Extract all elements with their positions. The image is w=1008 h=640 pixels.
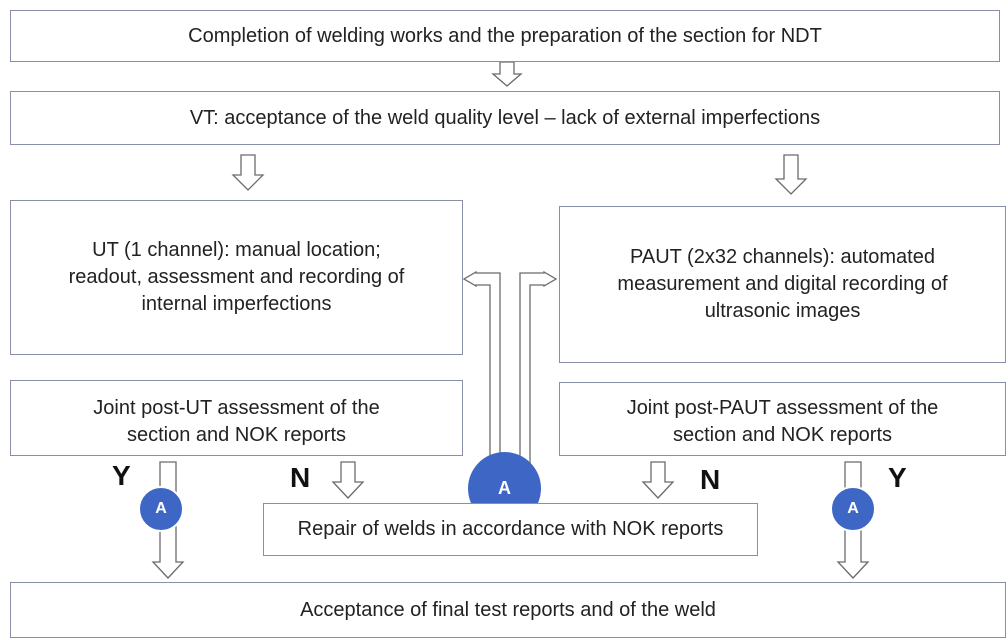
arrow-return-paut <box>519 270 558 471</box>
connector-a-right: A <box>830 486 876 532</box>
step-vt-text: VT: acceptance of the weld quality level… <box>189 106 821 129</box>
label-yes-right: Y <box>888 462 907 493</box>
step-final-text: Acceptance of final test reports and of … <box>300 598 716 621</box>
connector-a-left: A <box>138 486 184 532</box>
step-post-paut-line-2: section and NOK reports <box>673 424 892 446</box>
step-ut-box: UT (1 channel): manual location; readout… <box>10 200 463 355</box>
arrow-down-vt-ut <box>231 154 265 191</box>
arrow-down-vt-paut <box>774 154 808 195</box>
step-post-ut-line-2: section and NOK reports <box>127 424 346 446</box>
step-paut-line-2: measurement and digital recording of <box>617 273 948 295</box>
label-no-left: N <box>290 462 311 493</box>
arrow-down-completion-vt <box>491 61 523 87</box>
step-completion-text: Completion of welding works and the prep… <box>188 24 822 47</box>
step-final-box: Acceptance of final test reports and of … <box>10 582 1006 638</box>
arrow-down-no-left <box>331 461 365 499</box>
arrow-return-ut <box>462 270 501 471</box>
step-post-ut-line-1: Joint post-UT assessment of the <box>93 397 380 419</box>
step-paut-line-1: PAUT (2x32 channels): automated <box>630 246 935 268</box>
step-repair-text: Repair of welds in accordance with NOK r… <box>297 518 724 540</box>
connector-a-center-text: A <box>498 478 511 498</box>
step-completion-box: Completion of welding works and the prep… <box>10 10 1000 62</box>
connector-a-left-text: A <box>155 500 167 517</box>
step-post-paut-box: Joint post-PAUT assessment of the sectio… <box>559 382 1006 456</box>
step-post-ut-box: Joint post-UT assessment of the section … <box>10 380 463 456</box>
connector-a-right-text: A <box>847 500 859 517</box>
step-ut-line-3: internal imperfections <box>141 293 332 315</box>
step-post-paut-line-1: Joint post-PAUT assessment of the <box>626 397 939 419</box>
label-yes-left: Y <box>112 460 131 491</box>
step-paut-line-3: ultrasonic images <box>704 300 861 322</box>
step-paut-box: PAUT (2x32 channels): automated measurem… <box>559 206 1006 363</box>
step-vt-box: VT: acceptance of the weld quality level… <box>10 91 1000 145</box>
connector-a-center: A <box>468 452 541 503</box>
step-ut-line-2: readout, assessment and recording of <box>68 266 405 288</box>
step-ut-line-1: UT (1 channel): manual location; <box>92 239 381 261</box>
label-no-right: N <box>700 464 721 495</box>
arrow-down-no-right <box>641 461 675 499</box>
step-repair-box: Repair of welds in accordance with NOK r… <box>263 503 758 556</box>
